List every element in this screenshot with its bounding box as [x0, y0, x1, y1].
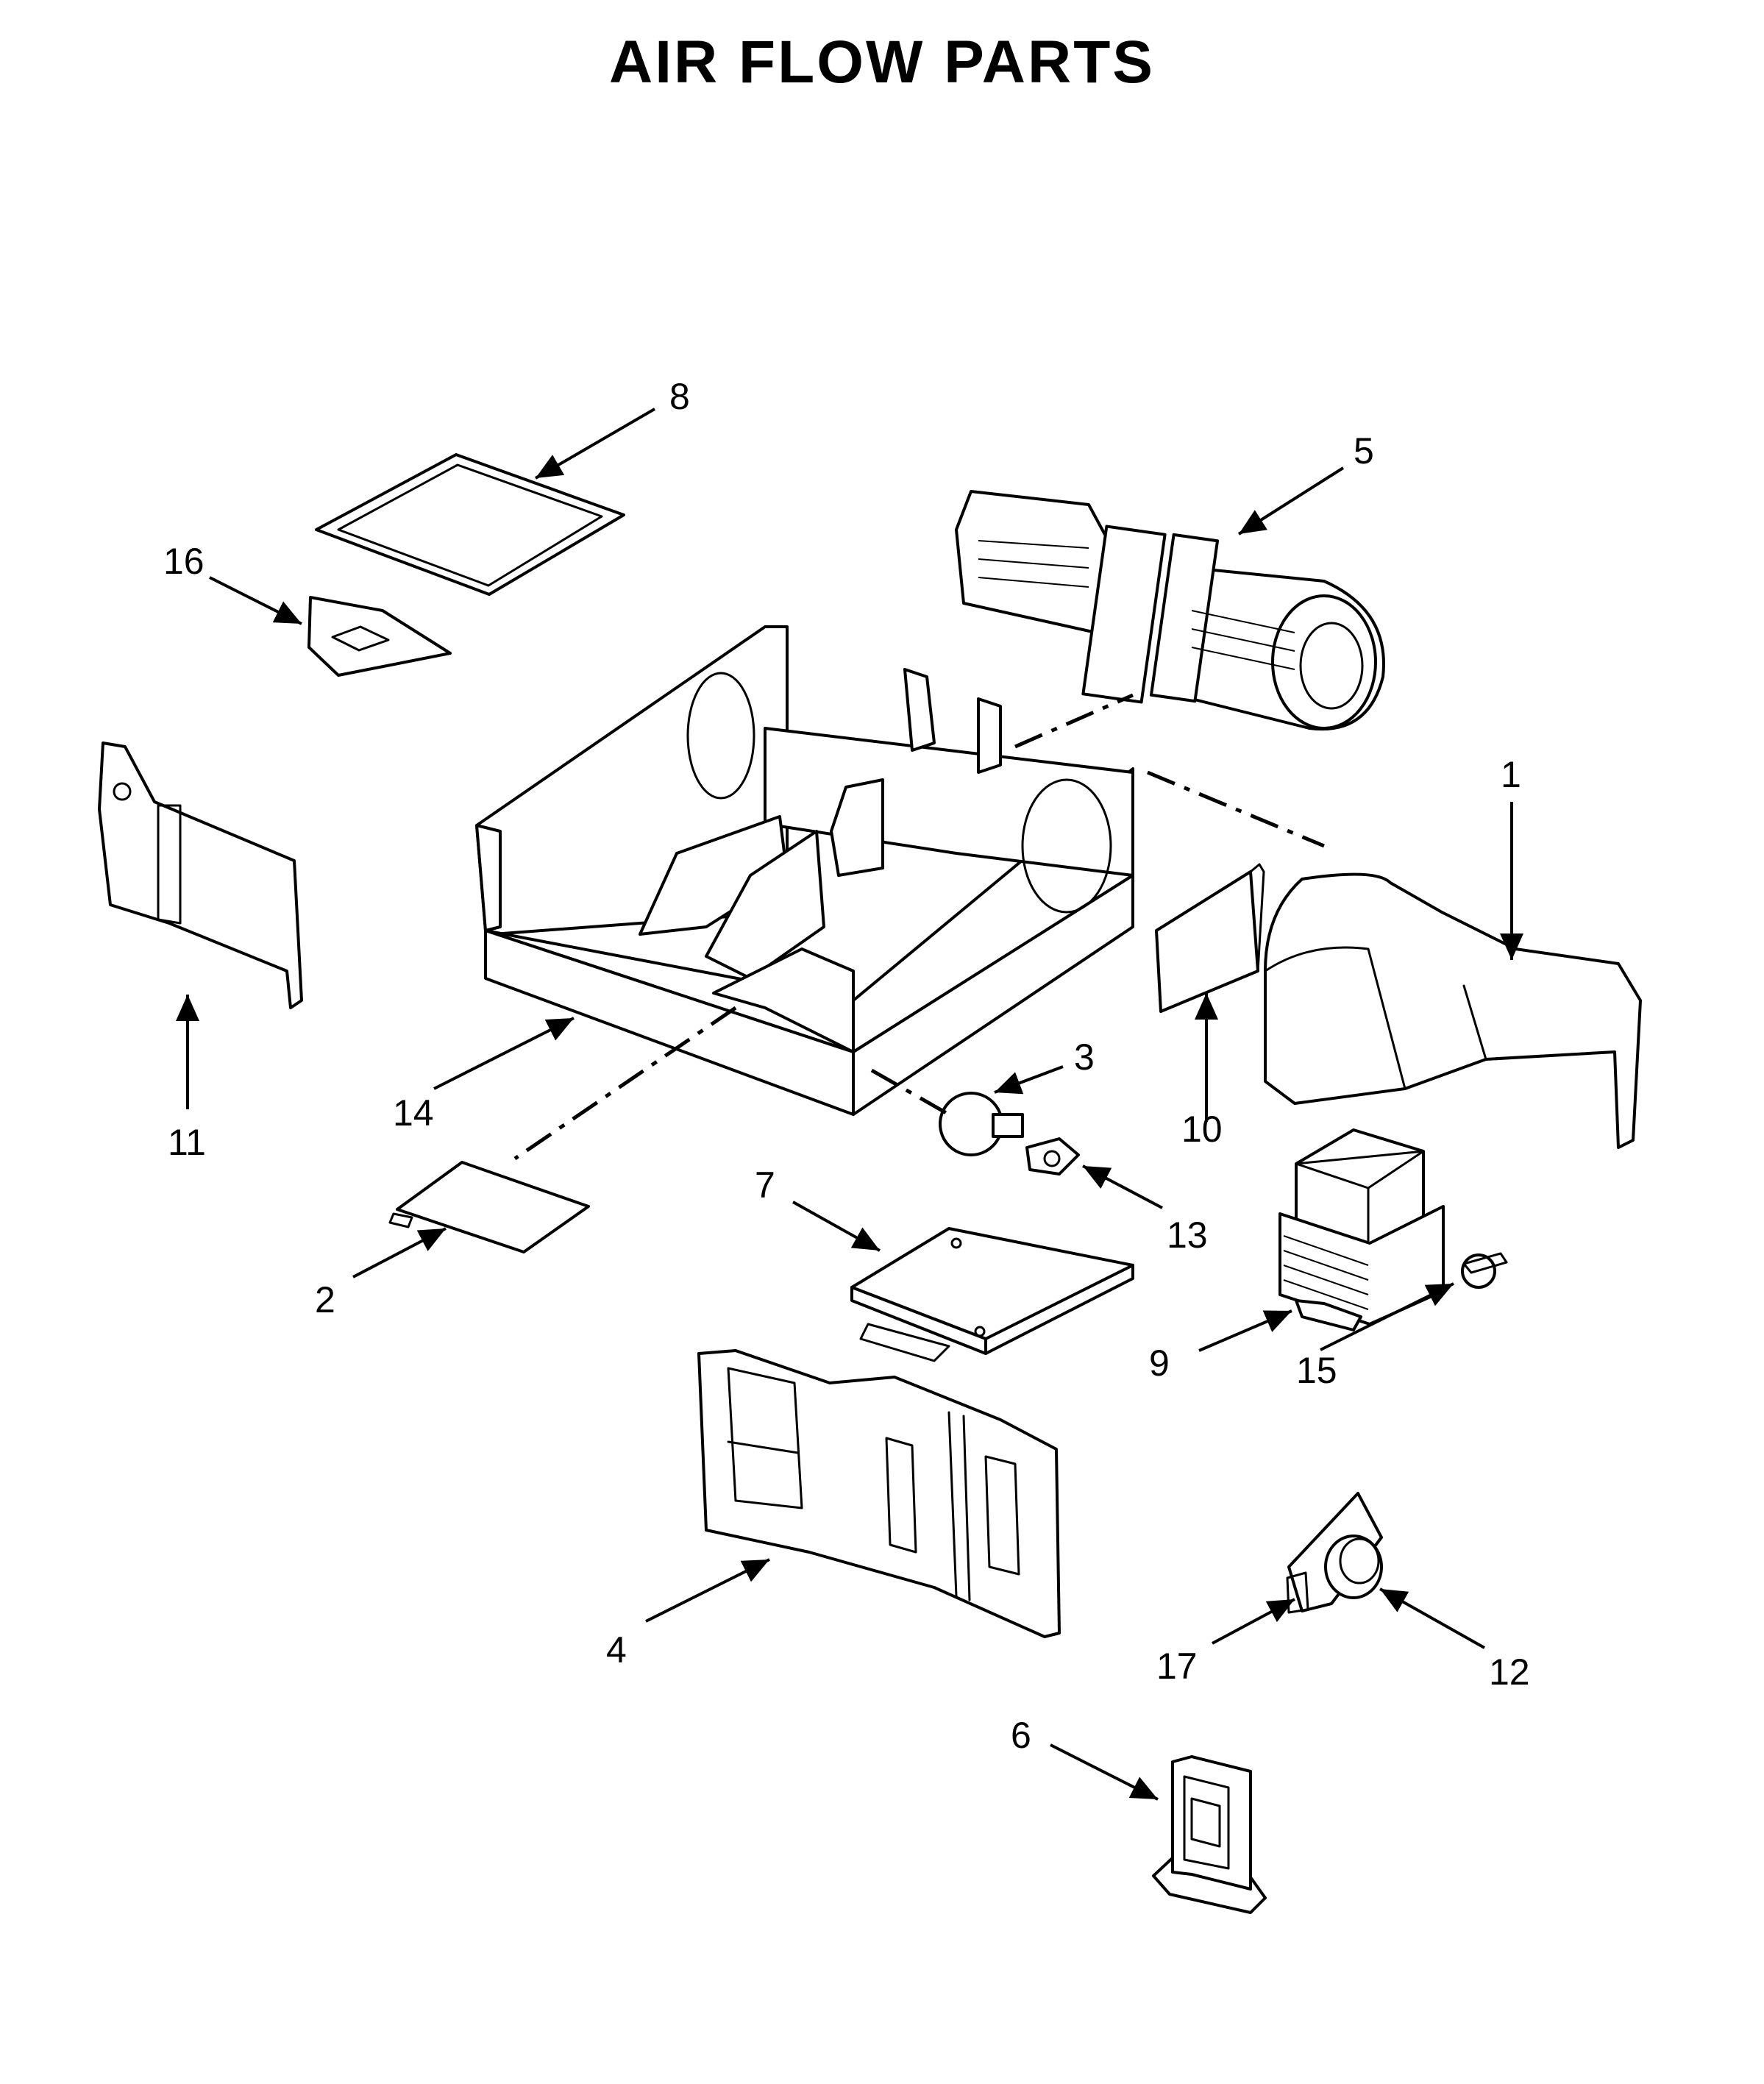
- part-14-air-duct-housing: [475, 625, 1134, 1116]
- callout-10: 10: [1181, 1109, 1223, 1150]
- callout-4: 4: [606, 1629, 627, 1671]
- page-title: AIR FLOW PARTS: [609, 29, 1155, 96]
- part-12-knob: [1324, 1534, 1383, 1599]
- assembly-lines: [513, 693, 1325, 1161]
- part-1-exhaust-duct: [1264, 872, 1642, 1149]
- part-4-air-guide: [697, 1349, 1061, 1638]
- part-5-blower-motor: [955, 490, 1385, 731]
- part-6-stand: [1152, 1755, 1267, 1914]
- callout-5: 5: [1354, 430, 1374, 472]
- callout-8: 8: [669, 376, 690, 417]
- callout-17: 17: [1156, 1646, 1198, 1687]
- callout-3: 3: [1074, 1036, 1095, 1078]
- callout-labels: 8 5 16 1 11 14 3 10 13 7 2 9 15 4 17 12 …: [163, 376, 1530, 1756]
- part-15-thermostat: [1461, 1252, 1508, 1289]
- leader-lines: [176, 408, 1523, 1801]
- part-13-lamp-socket: [1025, 1137, 1080, 1176]
- part-11-bracket: [98, 742, 303, 1009]
- callout-11: 11: [168, 1122, 206, 1163]
- part-3-lamp: [939, 1092, 1024, 1156]
- callout-12: 12: [1489, 1651, 1530, 1693]
- callout-14: 14: [393, 1092, 434, 1134]
- part-8-filter: [315, 453, 625, 596]
- callout-9: 9: [1149, 1342, 1170, 1384]
- callout-1: 1: [1501, 754, 1521, 795]
- part-2-plate: [388, 1161, 590, 1253]
- part-16-plate: [307, 596, 452, 677]
- callout-2: 2: [315, 1279, 335, 1320]
- callout-15: 15: [1296, 1350, 1337, 1391]
- callout-16: 16: [163, 541, 205, 582]
- part-9-transformer: [1278, 1128, 1445, 1331]
- callout-6: 6: [1011, 1715, 1031, 1756]
- callout-13: 13: [1167, 1215, 1208, 1256]
- callout-7: 7: [755, 1164, 775, 1206]
- part-10-panel: [1155, 863, 1265, 1013]
- part-7-cover: [850, 1227, 1134, 1362]
